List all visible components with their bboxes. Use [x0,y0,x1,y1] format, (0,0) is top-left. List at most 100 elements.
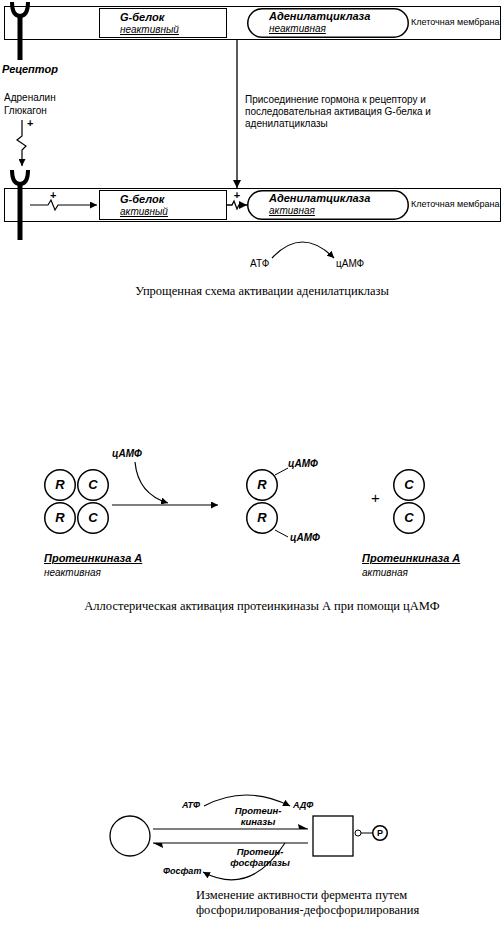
circle-outline [247,503,278,534]
catalytic-subunit: C [77,502,109,534]
regulatory-subunit-content: R [246,469,278,501]
camp-binding-arrow [135,462,168,503]
regulatory-subunit: R [44,502,76,534]
catalytic-subunit-content: C [393,469,425,501]
plus-sign: + [227,189,247,201]
product-label: цАМФ [336,258,364,270]
regulatory-subunit-content: R [44,502,76,534]
plus-sign: + [50,189,56,201]
regulatory-subunit-content: R [44,469,76,501]
adenylate-cyclase-box-content: Аденилатциклазанеактивная [247,8,409,35]
phosphate-group-content: P [372,825,388,841]
camp-label: цАМФ [290,532,320,544]
hormone-name: Глюкагон [4,105,47,117]
harpoon-head [298,824,308,829]
membrane-band: Клеточная мембранаG-белокактивныйАденила… [4,188,501,222]
phosphate-bond [361,833,373,834]
regulatory-subunit-content: R [246,502,278,534]
receptor-stem [18,15,23,60]
camp-label: цАМФ [112,448,142,460]
subunit-letter: R [257,511,266,525]
receptor-label: Рецептор [2,63,58,76]
g-protein-box-content: G-белокнеактивный [100,9,226,36]
circle-outline [78,503,109,534]
substrate-label: АТФ [182,800,200,811]
plus-sign: + [371,490,380,506]
g-protein-box-content: G-белокактивный [100,191,226,218]
catalytic-subunit: C [393,502,425,534]
subunit-letter: C [88,478,97,492]
connector-arrow [227,201,247,209]
circle-outline [45,470,76,501]
phosphate-letter: P [377,828,383,838]
activation-arrow [112,504,218,505]
pill-outline [248,191,409,220]
receptor-stem [18,183,23,240]
enzyme-circle [110,816,150,856]
figure-caption: Упрощенная схема активации аденилатцикла… [20,284,504,299]
connector-arrow [236,40,237,188]
circle-outline [247,470,278,501]
oxygen-link [355,830,361,836]
circle-outline [78,470,109,501]
circle-outline [45,503,76,534]
enzyme-square [313,816,353,856]
enzyme-name: Протеинкиназа А [44,552,142,565]
regulatory-subunit: R [246,502,278,534]
regulatory-subunit: R [246,469,278,501]
product-label: АДФ [293,800,313,811]
enzyme-class-label: Протеин- фосфатазы [228,847,292,868]
adenylate-cyclase-box: Аденилатциклазаактивная [247,190,409,220]
camp-label: цАМФ [288,458,318,470]
adenylate-cyclase-box: Аденилатциклазанеактивная [247,8,409,38]
subunit-letter: R [257,478,266,492]
enzyme-class-label: Протеин- киназы [232,806,284,827]
catalytic-subunit: C [393,469,425,501]
reverse-arrow [153,842,308,843]
forward-arrow [153,828,308,829]
box-heading: G-белок [120,193,226,206]
pill-outline [248,9,409,38]
subunit-letter: R [55,511,64,525]
box-state: активный [120,206,226,218]
enzyme-name: Протеинкиназа А [362,552,460,565]
receptor-cup [12,2,28,16]
hormone-signal-arrow [17,120,26,166]
circle-outline [394,503,425,534]
catalytic-subunit-content: C [77,469,109,501]
box-heading: Аденилатциклаза [269,192,409,205]
leader-line [275,468,288,475]
step-description: Присоединение гормона к рецептору и посл… [245,94,435,130]
catalytic-subunit-content: C [393,502,425,534]
figure-caption: Аллостерическая активация протеинкиназы … [20,599,504,614]
substrate-label: АТФ [250,258,269,270]
leader-line [275,530,288,537]
product-label: Фосфат [163,866,201,877]
regulatory-subunit: R [44,469,76,501]
harpoon-head [153,843,163,848]
subunit-letter: C [88,511,97,525]
box-state: неактивная [269,23,409,35]
figure-caption: Изменение активности фермента путем фосф… [196,888,458,918]
subunit-letter: C [404,511,413,525]
adenylate-cyclase-box-content: Аденилатциклазаактивная [247,190,409,217]
subunit-letter: R [55,478,64,492]
reaction-arrow [272,242,334,258]
catalytic-subunit: C [77,469,109,501]
g-protein-box: G-белокнеактивный [99,8,227,38]
box-heading: Аденилатциклаза [269,10,409,23]
plus-sign: + [27,117,33,129]
enzyme-state: активная [362,567,408,579]
hormone-name: Адреналин [4,92,56,104]
reaction-arrow [204,795,290,806]
membrane-label: Клеточная мембрана [411,17,500,28]
box-state: неактивный [120,24,226,36]
circle-outline [394,470,425,501]
membrane-band: Клеточная мембрана G-белокнеактивный Адени… [4,6,501,40]
subunit-letter: C [404,478,413,492]
box-state: активная [269,205,409,217]
g-protein-box: G-белокактивный [99,190,227,220]
